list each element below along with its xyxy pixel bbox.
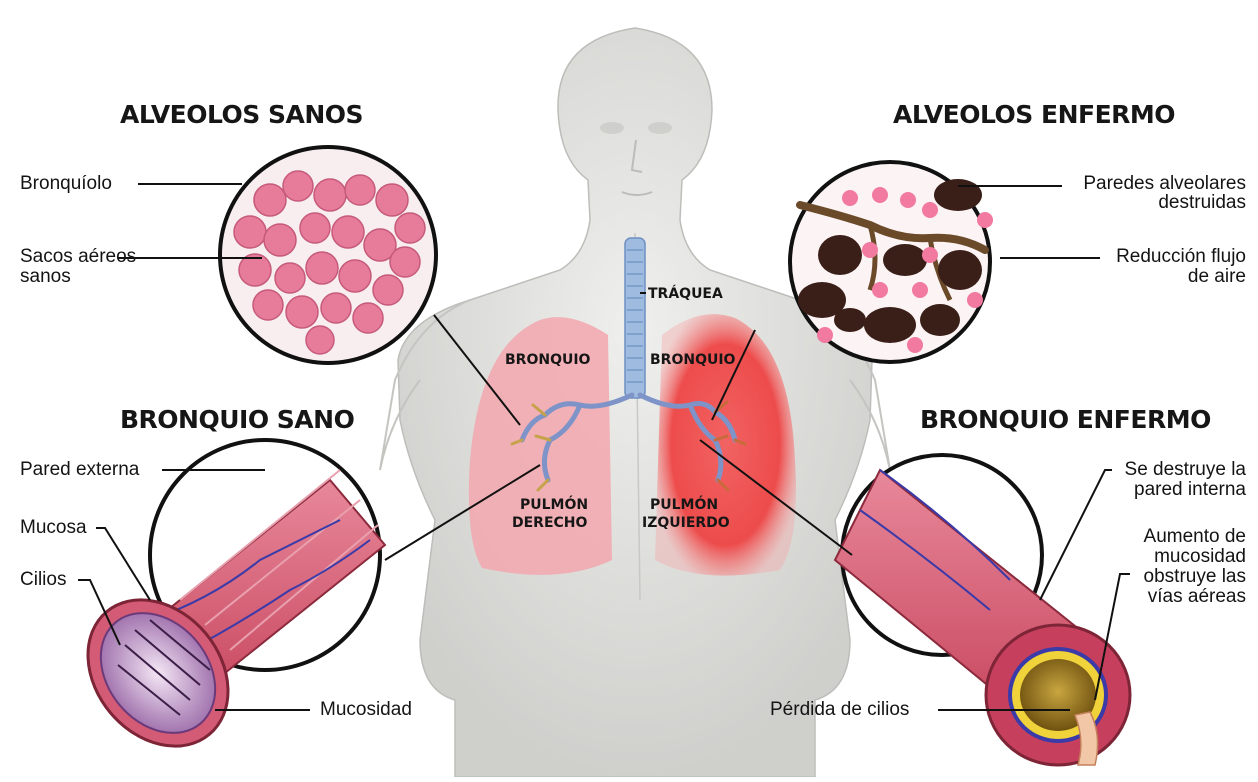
heading-sick-alveoli: ALVEOLOS ENFERMO bbox=[893, 100, 1175, 129]
label-sacos-line2: sanos bbox=[20, 266, 71, 288]
label-pulmon-izquierdo-line2: IZQUIERDO bbox=[642, 515, 730, 531]
label-destruye-line1: Se destruye la bbox=[1125, 459, 1246, 481]
label-traquea: TRÁQUEA bbox=[648, 286, 723, 302]
heading-healthy-alveoli: ALVEOLOS SANOS bbox=[120, 100, 363, 129]
label-reduccion-line1: Reducción flujo bbox=[1116, 246, 1246, 268]
label-mucosidad: Mucosidad bbox=[320, 699, 412, 721]
label-perdida-cilios: Pérdida de cilios bbox=[770, 699, 909, 721]
label-aumento-line4: vías aéreas bbox=[1148, 586, 1246, 608]
label-destruye-line2: pared interna bbox=[1134, 479, 1246, 501]
label-paredes-line2: destruidas bbox=[1158, 192, 1246, 214]
label-sacos-line1: Sacos aéreos bbox=[20, 246, 136, 268]
label-pulmon-derecho-line2: DERECHO bbox=[512, 515, 587, 531]
healthy-alveoli-circle bbox=[220, 147, 436, 363]
label-pulmon-derecho-line1: PULMÓN bbox=[520, 497, 588, 513]
label-pulmon-izquierdo-line1: PULMÓN bbox=[650, 497, 718, 513]
label-aumento-line3: obstruye las bbox=[1144, 566, 1246, 588]
healthy-bronchus-circle bbox=[59, 440, 385, 774]
label-reduccion-line2: de aire bbox=[1188, 266, 1246, 288]
label-bronquio-left: BRONQUIO bbox=[505, 352, 590, 368]
trachea bbox=[625, 238, 645, 398]
label-pared-externa: Pared externa bbox=[20, 459, 139, 481]
heading-healthy-bronchus: BRONQUIO SANO bbox=[120, 405, 354, 434]
sick-alveoli-circle bbox=[790, 162, 993, 362]
label-bronquio-right: BRONQUIO bbox=[650, 352, 735, 368]
label-aumento-line2: mucosidad bbox=[1154, 546, 1246, 568]
heading-sick-bronchus: BRONQUIO ENFERMO bbox=[920, 405, 1211, 434]
human-torso bbox=[380, 28, 890, 777]
label-mucosa: Mucosa bbox=[20, 517, 87, 539]
label-bronquiolo: Bronquíolo bbox=[20, 173, 112, 195]
label-cilios: Cilios bbox=[20, 569, 66, 591]
label-aumento-line1: Aumento de bbox=[1144, 526, 1246, 548]
